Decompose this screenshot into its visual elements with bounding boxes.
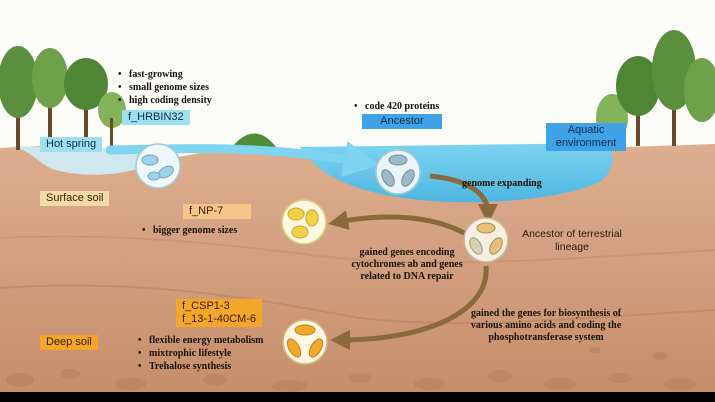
ancestor-label: Ancestor [362,114,442,129]
terrestrial-line-1: Ancestor of terrestrial [522,228,622,240]
deep-soil-label: Deep soil [40,335,98,350]
hot-spring-label: Hot spring [40,137,103,152]
soil [0,144,715,392]
cytochromes-line-1: gained genes encoding [359,247,455,258]
trait-item: Trehalose synthesis [138,360,263,373]
soil-layer-boundary-upper [0,235,715,264]
pebbles [6,347,696,392]
aquatic-environment-label: Aquatic environment [546,123,626,151]
trait-item: code 420 proteins [354,100,439,113]
csp1-line-2: f_13-1-40CM-6 [182,313,256,325]
cytochromes-line-2: cytochromes ab and genes [351,259,463,270]
biosynthesis-annotation: gained the genes for biosynthesis of var… [446,308,646,344]
lineage-csp1-label: f_CSP1-3 f_13-1-40CM-6 [176,299,262,327]
biosynthesis-line-3: phosphotransferase system [488,332,604,343]
trait-item: mixtrophic lifestyle [138,347,263,360]
aquatic-line-2: environment [555,137,617,149]
cell-deep-soil [282,319,328,365]
ancestor-traits: code 420 proteins [354,100,439,113]
cell-hotspring [135,143,181,189]
lineage-np7-label: f_NP-7 [183,204,251,219]
cell-terrestrial-ancestor [463,217,509,263]
arrow-genome-expanding [429,173,498,224]
csp1-line-1: f_CSP1-3 [182,300,230,312]
trait-item: high coding density [118,94,212,107]
lineage-hrbin32-label: f_HRBIN32 [122,110,190,125]
arrow-to-deep-soil [330,265,489,350]
np7-traits: bigger genome sizes [142,224,237,237]
trait-item: small genome sizes [118,81,212,94]
trait-item: flexible energy metabolism [138,334,263,347]
cytochromes-line-3: related to DNA repair [360,271,454,282]
cytochromes-annotation: gained genes encoding cytochromes ab and… [340,247,474,283]
soil-layer-boundary-lower [0,284,715,325]
surface-soil-label: Surface soil [40,191,110,206]
trait-item: bigger genome sizes [142,224,237,237]
terrestrial-line-2: lineage [555,241,589,253]
cell-ancestor [375,149,421,195]
hrbin32-traits: fast-growing small genome sizes high cod… [118,68,212,107]
aquatic-line-1: Aquatic [567,124,605,136]
trees-left [0,46,126,150]
genome-expanding-label: genome expanding [462,178,542,189]
terrestrial-ancestor-label: Ancestor of terrestrial lineage [512,228,632,254]
arrow-to-np7 [328,210,468,237]
trait-item: fast-growing [118,68,212,81]
deep-soil-traits: flexible energy metabolism mixtrophic li… [138,334,263,373]
biosynthesis-line-1: gained the genes for biosynthesis of [470,308,622,319]
cell-np7 [281,199,327,245]
biosynthesis-line-2: various amino acids and coding the [470,320,622,331]
